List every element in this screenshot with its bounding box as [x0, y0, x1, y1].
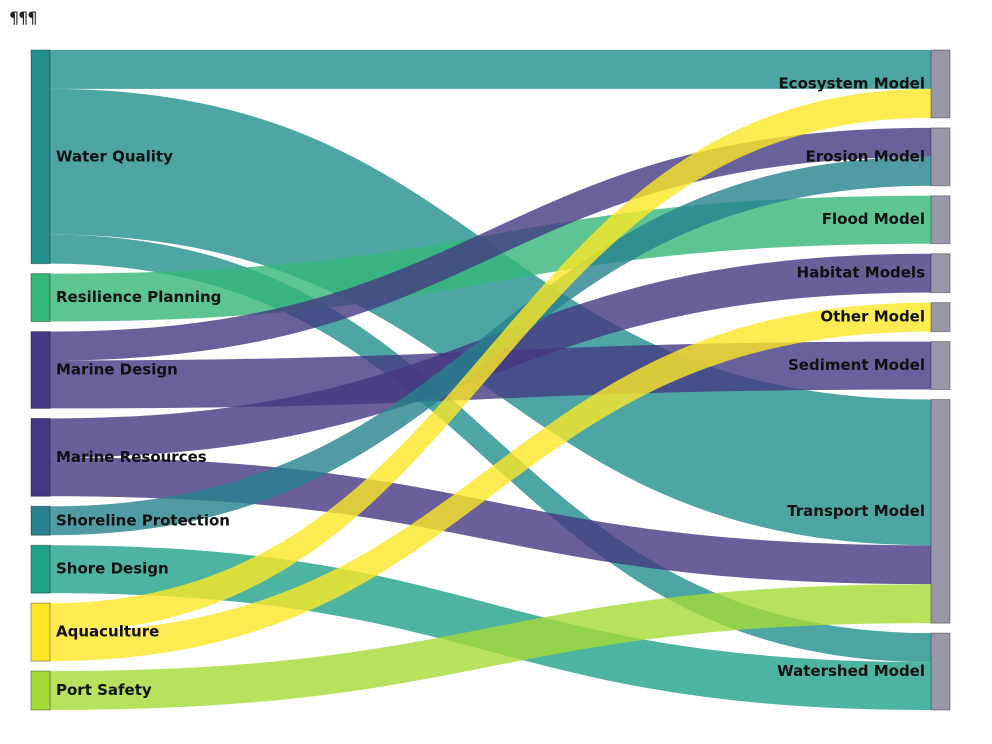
- link-shoreline-protection-to-erosion-model[interactable]: Shoreline Protection → Erosion Model: 29: [50, 156, 931, 536]
- node-resilience-planning[interactable]: [30, 273, 51, 323]
- node-label-habitat-models: Habitat Models: [797, 264, 926, 282]
- link-water-quality-to-ecosystem-model[interactable]: Water Quality → Ecosystem Model: 39: [50, 50, 931, 89]
- node-label-transport-model: Transport Model: [787, 502, 925, 520]
- node-shore-design[interactable]: [30, 544, 51, 594]
- node-label-marine-design: Marine Design: [56, 360, 178, 378]
- node-marine-design[interactable]: [30, 331, 51, 409]
- link-port-safety-to-transport-model[interactable]: Port Safety → Transport Model: 39: [50, 584, 931, 710]
- node-flood-model[interactable]: [930, 195, 951, 245]
- node-transport-model[interactable]: [930, 399, 951, 624]
- link-shore-design-to-watershed-model[interactable]: Shore Design → Watershed Model: 48: [50, 545, 931, 710]
- node-label-ecosystem-model: Ecosystem Model: [778, 74, 925, 92]
- node-label-port-safety: Port Safety: [56, 681, 152, 699]
- link-aquaculture-to-other-model[interactable]: Aquaculture → Other Model: 29: [50, 302, 931, 662]
- node-aquaculture[interactable]: [30, 602, 51, 662]
- node-watershed-model[interactable]: [930, 632, 951, 711]
- node-label-watershed-model: Watershed Model: [777, 662, 925, 680]
- node-label-marine-resources: Marine Resources: [56, 448, 207, 466]
- node-label-shore-design: Shore Design: [56, 560, 169, 578]
- link-marine-design-to-erosion-model[interactable]: Marine Design → Erosion Model: 29: [50, 127, 931, 361]
- link-water-quality-to-watershed-model[interactable]: Water Quality → Watershed Model: 29: [50, 234, 931, 663]
- node-sediment-model[interactable]: [930, 341, 951, 391]
- node-label-resilience-planning: Resilience Planning: [56, 288, 221, 306]
- node-label-sediment-model: Sediment Model: [788, 356, 925, 374]
- node-marine-resources[interactable]: [30, 417, 51, 497]
- node-label-erosion-model: Erosion Model: [805, 147, 925, 165]
- node-erosion-model[interactable]: [930, 127, 951, 187]
- toolbar-glyph[interactable]: ¶¶¶: [9, 8, 38, 27]
- node-ecosystem-model[interactable]: [930, 49, 951, 119]
- node-other-model[interactable]: [930, 302, 951, 333]
- link-aquaculture-to-ecosystem-model[interactable]: Aquaculture → Ecosystem Model: 29: [50, 88, 931, 633]
- node-label-water-quality: Water Quality: [56, 147, 173, 165]
- node-label-shoreline-protection: Shoreline Protection: [56, 511, 230, 529]
- node-label-aquaculture: Aquaculture: [56, 623, 159, 641]
- node-shoreline-protection[interactable]: [30, 505, 51, 536]
- node-habitat-models[interactable]: [930, 253, 951, 294]
- link-water-quality-to-transport-model[interactable]: Water Quality → Transport Model: 146: [50, 88, 931, 546]
- node-port-safety[interactable]: [30, 670, 51, 711]
- node-water-quality[interactable]: [30, 49, 51, 265]
- node-label-other-model: Other Model: [820, 308, 925, 326]
- links-layer: Water Quality → Ecosystem Model: 39Water…: [50, 50, 931, 710]
- node-label-flood-model: Flood Model: [822, 210, 925, 228]
- nodes-layer: [30, 49, 951, 711]
